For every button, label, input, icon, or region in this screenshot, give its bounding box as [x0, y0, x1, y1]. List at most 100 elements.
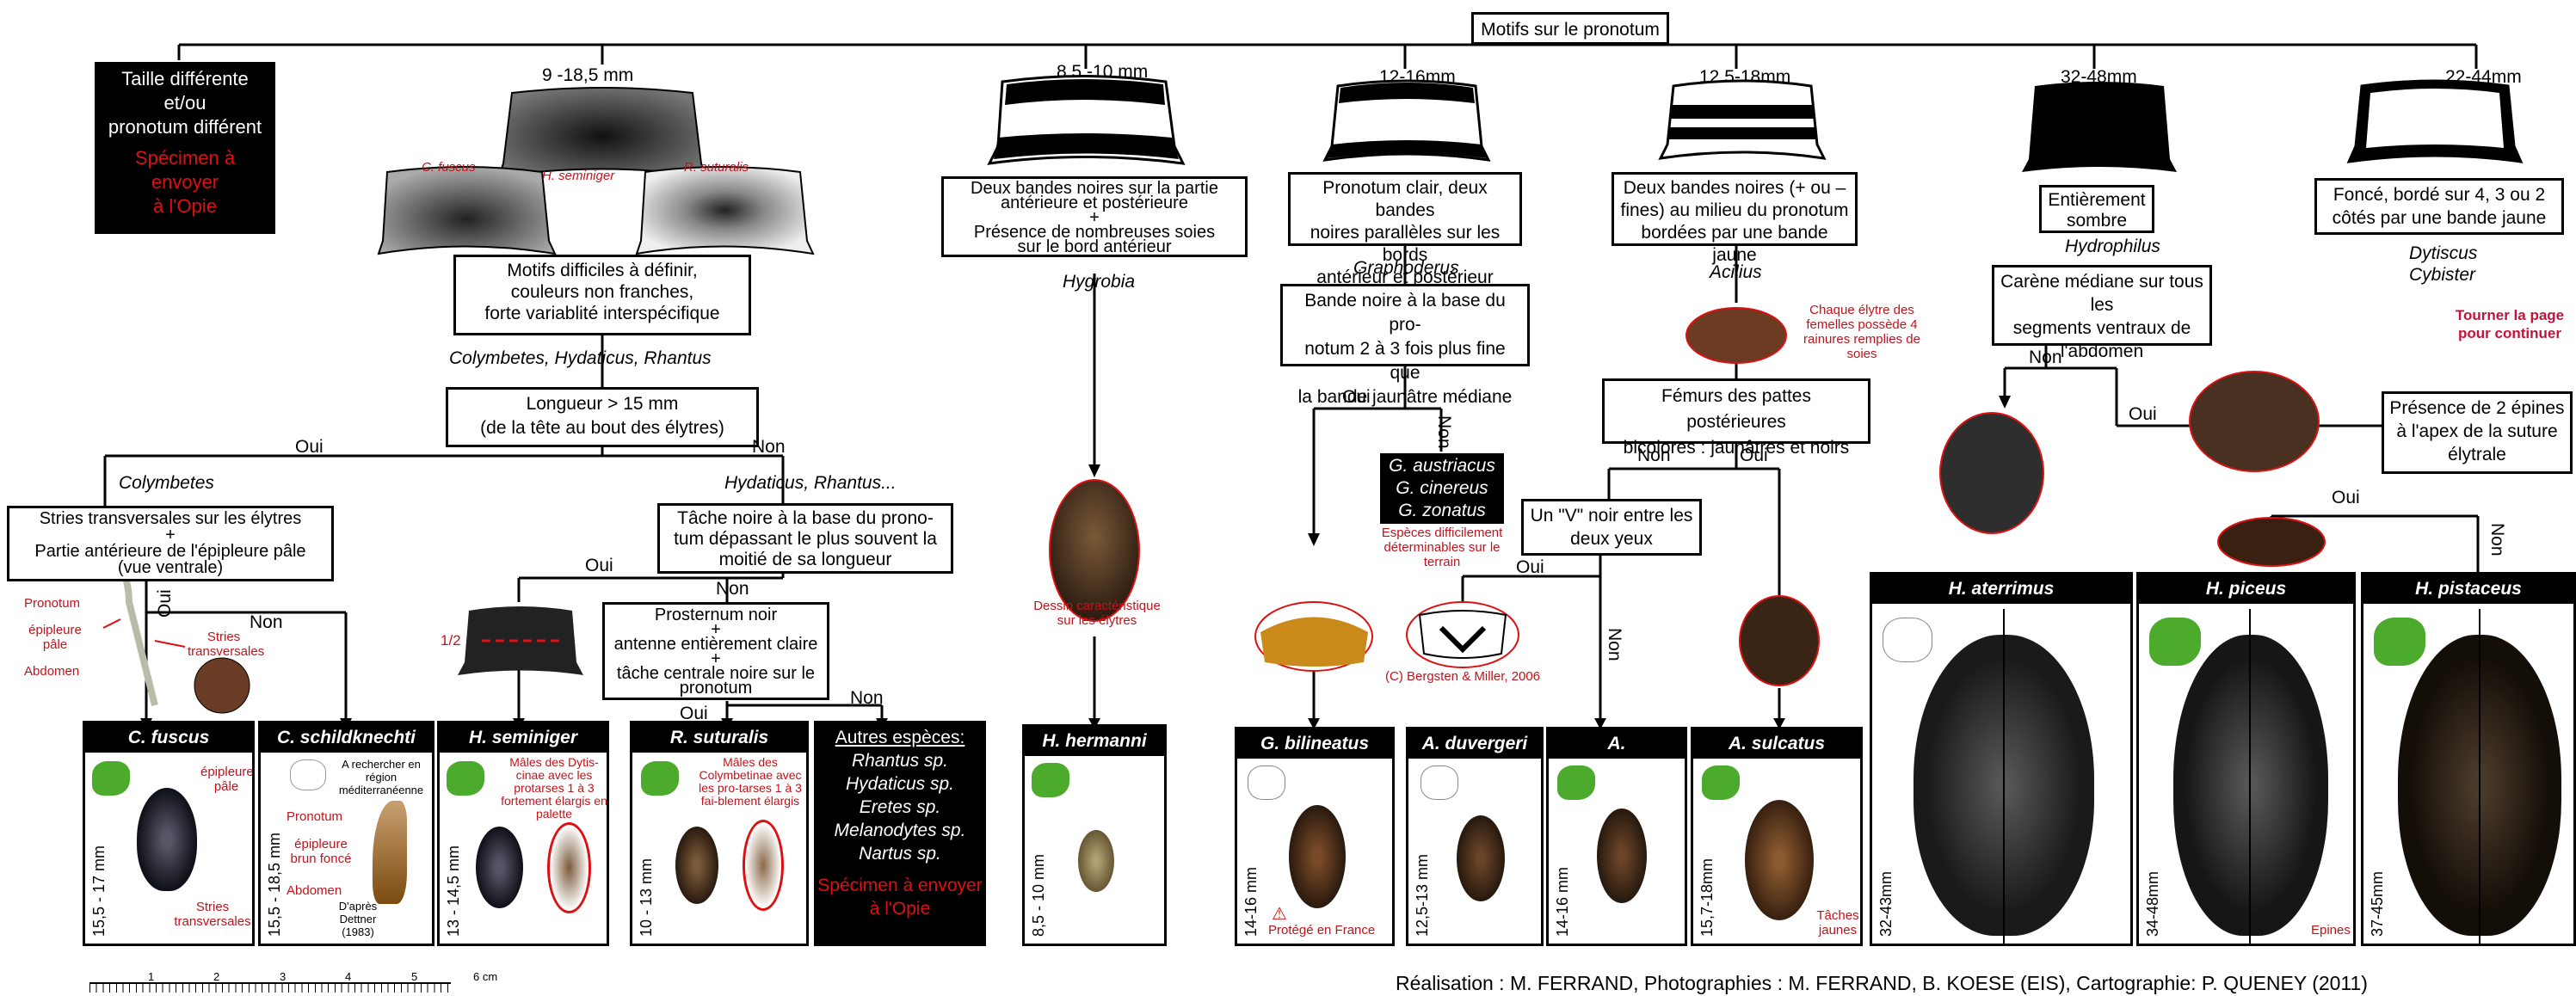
send-specimen-line1: Spécimen à	[134, 147, 236, 169]
ruler-1: 1	[148, 970, 155, 983]
tourner-l2: pour continuer	[2458, 325, 2561, 341]
stries-abdomen: Abdomen	[24, 664, 80, 679]
card-duvergeri: A. duvergeri 12,5-13 mm	[1406, 727, 1544, 946]
autres-red1: Spécimen à envoyer	[817, 876, 983, 895]
send-specimen-line2: envoyer	[151, 171, 219, 193]
label-acilius: Acilius	[1710, 262, 1762, 282]
box-car-l3: l'abdomen	[2060, 341, 2144, 361]
card-pistaceus-size: 37-45mm	[2369, 870, 2386, 937]
autres-l2: Hydaticus sp.	[845, 774, 955, 794]
chaque-note: Chaque élytre des femelles possède 4 rai…	[1803, 303, 1920, 361]
epipleure-image	[373, 801, 407, 904]
card-bilineatus: G. bilineatus ⚠ Protégé en France 14-16 …	[1235, 727, 1395, 946]
send-specimen-line3: à l'Opie	[153, 195, 217, 217]
beetle-image	[476, 827, 523, 908]
ruler-6: 6 cm	[473, 970, 498, 983]
beetle-image	[2173, 635, 2328, 936]
box-g3: G. austriacus G. cinereus G. zonatus	[1380, 453, 1504, 524]
credits: Réalisation : M. FERRAND, Photographies …	[1396, 972, 2368, 994]
midline	[2249, 609, 2251, 944]
box-v-l1: Un "V" noir entre les	[1530, 506, 1693, 526]
half-label: 1/2	[441, 632, 461, 649]
box-motifs-l3: forte variablité interspécifique	[484, 304, 720, 323]
autres-title: Autres espèces:	[835, 728, 965, 747]
box-ep-l1: Présence de 2 épines	[2389, 398, 2565, 418]
box-car-l1: Carène médiane sur tous les	[2000, 272, 2203, 315]
box-sombre: Entièrement sombre	[2039, 185, 2154, 233]
midline	[2479, 609, 2480, 944]
box-fonce-l1: Foncé, bordé sur 4, 3 ou 2	[2333, 185, 2546, 205]
box-bande-l2: notum 2 à 3 fois plus fine que	[1304, 339, 1506, 383]
box-fem-l2: bicolores : jaunâtres et noirs	[1623, 438, 1850, 458]
card-seminiger: H. seminiger Mâles des Dytis-cinae avec …	[437, 721, 609, 946]
box-hyg-l3: +	[1089, 208, 1100, 227]
box-tache-l2: tum dépassant le plus souvent la	[674, 529, 937, 549]
card-seminiger-note: Mâles des Dytis-cinae avec les protarses…	[501, 755, 607, 821]
card-bilineatus-size: 14-16 mm	[1242, 866, 1260, 937]
bilineatus-map-icon	[1248, 765, 1285, 800]
box-grapho-l2: noires parallèles sur les bords	[1310, 223, 1501, 265]
non-7: Non	[2029, 347, 2062, 367]
duvergeri-map-icon	[1420, 765, 1458, 800]
size-label-1: 9 -18,5 mm	[542, 65, 634, 85]
oui-stries: Oui	[155, 589, 175, 618]
box-motifs-l2: couleurs non franches,	[510, 282, 694, 302]
box-longueur-l2: (de la tête au bout des élytres)	[480, 418, 724, 438]
tourner-l1: Tourner la page	[2455, 307, 2565, 323]
stries-epipleure: épipleure pâle	[28, 623, 82, 652]
card-schild-note: A rechercher en région méditerranéenne	[338, 758, 424, 796]
card-piceus-size: 34-48mm	[2144, 870, 2161, 937]
box-prosternum: Prosternum noir + antenne entièrement cl…	[602, 602, 829, 700]
ruler-5: 5	[411, 970, 418, 983]
tarsus-image	[743, 820, 784, 911]
box-stries-l3: Partie antérieure de l'épipleure pâle	[34, 542, 306, 561]
card-schild: C. schildknechti A rechercher en région …	[258, 721, 434, 946]
card-sulcatus-size: 15,7-18mm	[1698, 858, 1716, 937]
box-v-l2: deux yeux	[1570, 529, 1653, 549]
card-fuscus-stries: Stries transversales	[174, 900, 251, 929]
size-label-5: 32-48mm	[2061, 67, 2137, 87]
box-fonce-l2: côtés par une bande jaune	[2332, 208, 2547, 228]
oui-8: Oui	[2332, 488, 2360, 507]
box-acilius: Deux bandes noires (+ ou – fines) au mil…	[1612, 172, 1858, 265]
stries-stries: Stries transversales	[188, 630, 265, 659]
beetle-image	[1289, 805, 1346, 908]
size-label-4: 12,5-18mm	[1699, 67, 1791, 87]
beetle-image	[1597, 808, 1647, 903]
label-cybister: Cybister	[2409, 265, 2476, 285]
label-hydrophilus: Hydrophilus	[2065, 237, 2160, 256]
aterrimus-map-icon	[1883, 618, 1932, 662]
france-map-icon	[1557, 765, 1595, 800]
bergsten-credit: (C) Bergsten & Miller, 2006	[1385, 669, 1541, 684]
box-stries-l1: Stries transversales sur les élytres	[39, 509, 302, 528]
beetle-image	[1745, 800, 1814, 920]
warning-icon: ⚠	[1272, 905, 1287, 924]
box-epines: Présence de 2 épines à l'apex de la sutu…	[2382, 391, 2573, 474]
non-5: Non	[1637, 446, 1671, 465]
france-map-icon	[2149, 618, 2201, 666]
autres-l3: Eretes sp.	[859, 797, 941, 817]
card-fuscus-name: C. fuscus	[85, 723, 252, 753]
card-bilineatus-protege: Protégé en France	[1268, 923, 1376, 938]
beetle-image	[137, 788, 197, 891]
card-hermanni-size: 8,5 - 10 mm	[1030, 853, 1047, 937]
ruler-3: 3	[280, 970, 287, 983]
tourner-note[interactable]: Tourner la page pour continuer	[2445, 306, 2574, 342]
oui-5: Oui	[1740, 446, 1768, 465]
box-pros-l3: antenne entièrement claire	[613, 635, 818, 654]
pronotum-label-fuscus: C. fuscus	[422, 160, 476, 175]
box-car-l2: segments ventraux de	[2012, 318, 2191, 338]
box-acil-l1: Deux bandes noires (+ ou –	[1623, 178, 1846, 198]
card-suturalis-name: R. suturalis	[632, 723, 806, 753]
box-hyg-l2: antérieure et postérieure	[1001, 194, 1188, 212]
card-piceus: H. piceus Epines 34-48mm	[2136, 572, 2356, 946]
card-fuscus: C. fuscus épipleure pâle Stries transver…	[83, 721, 255, 946]
midline	[2003, 609, 2005, 944]
label-colymbetes: Colymbetes	[119, 473, 214, 493]
france-map-icon	[447, 761, 484, 796]
tarsus-image	[547, 822, 591, 913]
card-fuscus-epipleure: épipleure pâle	[200, 765, 254, 794]
card-sulcatus: A. sulcatus Tâches jaunes 15,7-18mm	[1691, 727, 1863, 946]
size-label-3: 12-16mm	[1379, 67, 1456, 87]
